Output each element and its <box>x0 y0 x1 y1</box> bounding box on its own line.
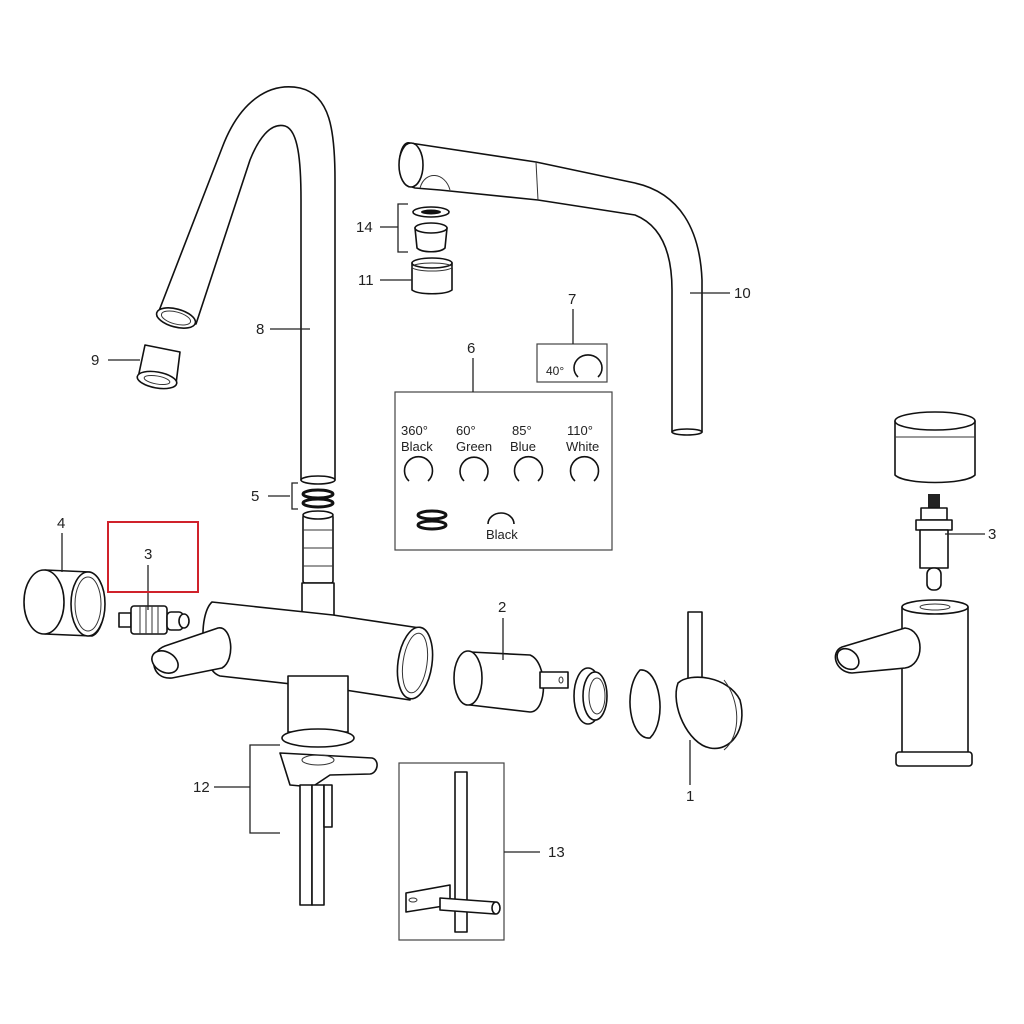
callout-2: 2 <box>498 599 507 616</box>
clip-color-blue: Blue <box>510 439 537 454</box>
clip-set-box-6 <box>394 391 613 551</box>
cover-cap <box>629 669 661 739</box>
callout-7: 7 <box>568 291 577 308</box>
callout-11: 11 <box>358 272 374 289</box>
clip-color-black: Black <box>401 439 433 454</box>
callout-10: 10 <box>734 285 751 302</box>
mixer-cartridge-part-2 <box>453 650 569 713</box>
lever-handle-part-1 <box>675 611 743 751</box>
callout-12: 12 <box>193 779 210 796</box>
tap-body <box>151 582 434 748</box>
callout-1: 1 <box>686 788 695 805</box>
boiling-tap-knob <box>894 411 976 484</box>
callout-8: 8 <box>256 321 265 338</box>
stop-color-black: Black <box>486 527 518 542</box>
cartridge-part-3-left <box>118 605 190 635</box>
support-bracket-part-13 <box>398 762 505 941</box>
sleeve-part-11 <box>411 257 453 295</box>
callout-9: 9 <box>91 352 100 369</box>
cartridge-part-3-right <box>915 494 953 591</box>
boiling-tap-body <box>834 599 973 767</box>
callout-3-highlighted: 3 <box>144 546 153 563</box>
callout-13: 13 <box>548 844 565 861</box>
callout-6: 6 <box>467 340 476 357</box>
aerator-set-part-14 <box>412 206 450 253</box>
cartridge-nut <box>573 667 608 725</box>
clip-color-white: White <box>566 439 600 454</box>
callout-14: 14 <box>356 219 373 236</box>
orings-part-5 <box>301 488 335 509</box>
clip-angle-360: 360° <box>401 423 428 438</box>
highlight-box-part-3 <box>107 521 199 593</box>
leader-lines <box>61 203 985 853</box>
callout-3-right: 3 <box>988 526 997 543</box>
callout-4: 4 <box>57 515 66 532</box>
clip-angle-60: 60° <box>456 423 476 438</box>
diverter-insert <box>302 510 334 584</box>
clip-angle-40: 40° <box>546 364 565 378</box>
handle-sleeve-part-4 <box>23 569 106 637</box>
gooseneck-spout-part-8 <box>155 86 336 485</box>
mounting-base-part-12 <box>279 752 378 906</box>
callout-5: 5 <box>251 488 260 505</box>
aerator-part-9 <box>136 344 181 390</box>
pullout-spout-part-10 <box>398 142 703 436</box>
clip-color-green: Green <box>456 439 493 454</box>
clip-angle-110: 110° <box>567 423 593 438</box>
clip-box-7 <box>536 343 608 383</box>
clip-angle-85: 85° <box>512 423 532 438</box>
